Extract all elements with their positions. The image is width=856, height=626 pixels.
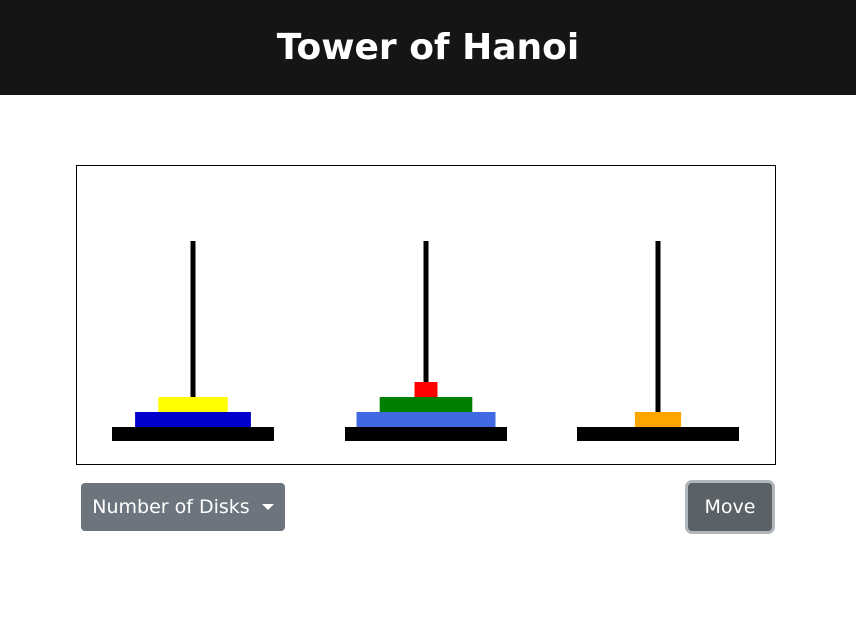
tower-base (345, 427, 507, 441)
tower-base (577, 427, 739, 441)
disk-size-4[interactable] (379, 397, 473, 412)
disk-size-3[interactable] (158, 397, 228, 412)
number-of-disks-dropdown[interactable]: Number of Disks (81, 483, 285, 531)
disk-size-1[interactable] (414, 382, 438, 397)
disk-size-5[interactable] (135, 412, 251, 427)
page-title: Tower of Hanoi (276, 27, 580, 68)
tower-pole (190, 241, 196, 427)
tower-pole (655, 241, 661, 427)
app-header: Tower of Hanoi (0, 0, 856, 95)
disk-size-2[interactable] (634, 412, 682, 427)
number-of-disks-label: Number of Disks (92, 496, 250, 518)
game-board (76, 165, 776, 465)
tower-pole (423, 241, 429, 427)
caret-down-icon (261, 504, 274, 510)
move-button[interactable]: Move (685, 480, 775, 534)
tower-1[interactable] (112, 241, 274, 441)
disk-size-6[interactable] (356, 412, 496, 427)
tower-2[interactable] (345, 241, 507, 441)
tower-base (112, 427, 274, 441)
tower-3[interactable] (577, 241, 739, 441)
hanoi-canvas[interactable] (77, 166, 775, 464)
